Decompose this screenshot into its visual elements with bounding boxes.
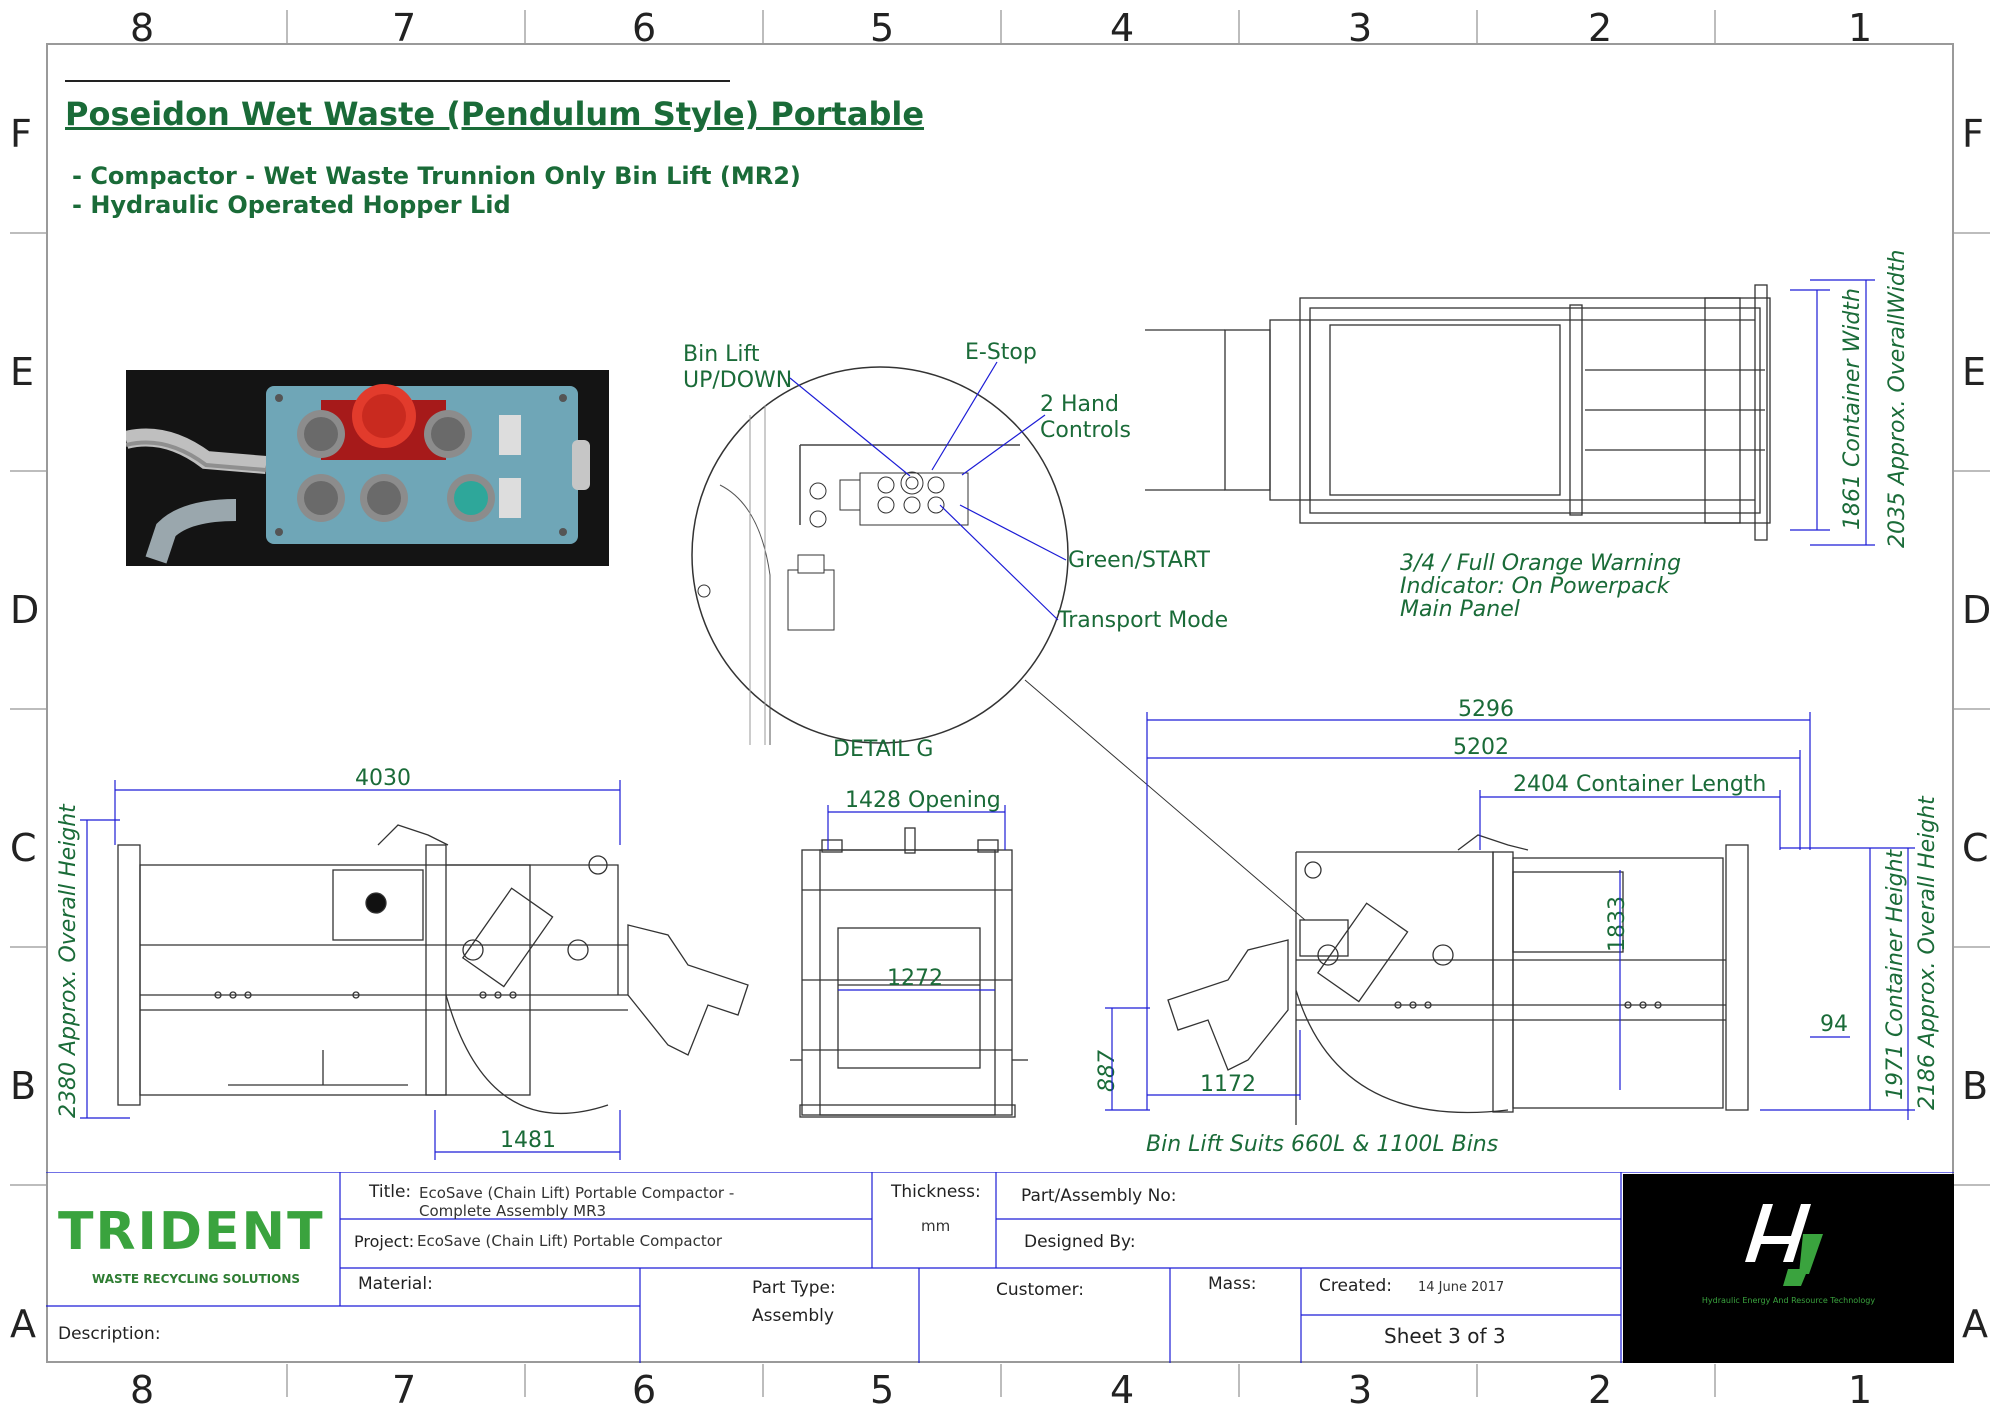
detail-g-view (690, 365, 1070, 749)
h-logo-icon (1745, 1204, 1823, 1286)
dim-94: 94 (1820, 1012, 1848, 1037)
mass-label: Mass: (1208, 1274, 1257, 1294)
zone-col-6: 6 (632, 6, 657, 50)
callout-two-hand: 2 Hand Controls (1040, 392, 1131, 443)
hyperlift-tagline: Hydraulic Energy And Resource Technology (1701, 1296, 1876, 1305)
trident-tagline: WASTE RECYCLING SOLUTIONS (92, 1272, 301, 1286)
header-rule (65, 80, 730, 82)
right-side-view-drawing (1148, 830, 1808, 1134)
dim-5202: 5202 (1453, 735, 1509, 760)
thickness-label: Thickness: (891, 1182, 981, 1202)
zone-col-5-bottom: 5 (870, 1368, 895, 1412)
dim-1481: 1481 (500, 1128, 556, 1153)
zone-row-a-right: A (1962, 1302, 1988, 1346)
end-view-drawing (780, 820, 1060, 1134)
zone-col-5: 5 (870, 6, 895, 50)
callout-bin-lift: Bin Lift UP/DOWN (683, 342, 793, 393)
bullet-compactor: - Compactor - Wet Waste Trunnion Only Bi… (72, 162, 801, 190)
title-label: Title: (369, 1182, 412, 1202)
created-label: Created: (1319, 1276, 1393, 1296)
zone-row-c-right: C (1962, 826, 1989, 870)
zone-row-c: C (10, 826, 37, 870)
created-value: 14 June 2017 (1418, 1280, 1505, 1295)
zone-col-1-bottom: 1 (1848, 1368, 1873, 1412)
part-type-label: Part Type: (752, 1278, 836, 1298)
drawing-frame (46, 43, 1954, 1363)
drawing-title: Poseidon Wet Waste (Pendulum Style) Port… (65, 95, 925, 133)
callout-green-start: Green/START (1068, 548, 1210, 573)
zone-row-f: F (10, 112, 32, 156)
control-panel-photo (126, 370, 609, 566)
zone-col-4: 4 (1110, 6, 1135, 50)
callout-transport-mode: Transport Mode (1058, 608, 1229, 633)
detail-g-label: DETAIL G (833, 737, 934, 762)
zone-col-7-bottom: 7 (392, 1368, 417, 1412)
zone-col-2: 2 (1588, 6, 1613, 50)
zone-col-4-bottom: 4 (1110, 1368, 1135, 1412)
title-block-grid (46, 1172, 1954, 1363)
zone-row-a: A (10, 1302, 36, 1346)
left-side-view-drawing (108, 815, 768, 1139)
bullet-hopper-lid: - Hydraulic Operated Hopper Lid (72, 191, 511, 219)
description-label: Description: (58, 1324, 161, 1344)
title-block: TRIDENT WASTE RECYCLING SOLUTIONS Title:… (46, 1172, 1954, 1363)
dim-4030: 4030 (355, 766, 411, 791)
zone-col-3-bottom: 3 (1348, 1368, 1373, 1412)
zone-row-d-right: D (1962, 588, 1992, 632)
project-label: Project: (354, 1232, 415, 1251)
trident-logo: TRIDENT (58, 1202, 325, 1262)
dim-1428-opening: 1428 Opening (845, 788, 1001, 813)
zone-row-b-right: B (1962, 1064, 1989, 1108)
sheet-number: Sheet 3 of 3 (1384, 1324, 1506, 1348)
zone-row-e-right: E (1962, 350, 1987, 394)
part-type-value: Assembly (752, 1306, 834, 1326)
title-value: EcoSave (Chain Lift) Portable Compactor … (419, 1184, 735, 1220)
zone-col-6-bottom: 6 (632, 1368, 657, 1412)
zone-col-1: 1 (1848, 6, 1873, 50)
dim-1272: 1272 (887, 966, 943, 991)
zone-col-7: 7 (392, 6, 417, 50)
zone-col-2-bottom: 2 (1588, 1368, 1613, 1412)
dim-1172: 1172 (1200, 1072, 1256, 1097)
bin-lift-note: Bin Lift Suits 660L & 1100L Bins (1146, 1132, 1499, 1157)
material-label: Material: (358, 1274, 433, 1294)
zone-col-8: 8 (130, 6, 155, 50)
project-value: EcoSave (Chain Lift) Portable Compactor (417, 1232, 723, 1250)
callout-estop: E-Stop (965, 340, 1037, 365)
zone-row-f-right: F (1962, 112, 1984, 156)
zone-col-3: 3 (1348, 6, 1373, 50)
plan-view-drawing (1145, 270, 1825, 564)
part-no-label: Part/Assembly No: (1021, 1186, 1177, 1206)
hyperlift-logo-panel: Hydraulic Energy And Resource Technology (1623, 1174, 1954, 1363)
customer-label: Customer: (996, 1280, 1085, 1300)
designed-by-label: Designed By: (1024, 1232, 1136, 1252)
plan-warning-note: 3/4 / Full Orange Warning Indicator: On … (1400, 551, 1682, 622)
thickness-value: mm (921, 1217, 951, 1235)
zone-row-b: B (10, 1064, 37, 1108)
dim-container-length: 2404 Container Length (1513, 772, 1767, 797)
dim-5296: 5296 (1458, 697, 1514, 722)
zone-col-8-bottom: 8 (130, 1368, 155, 1412)
zone-row-e: E (10, 350, 35, 394)
zone-row-d: D (10, 588, 40, 632)
